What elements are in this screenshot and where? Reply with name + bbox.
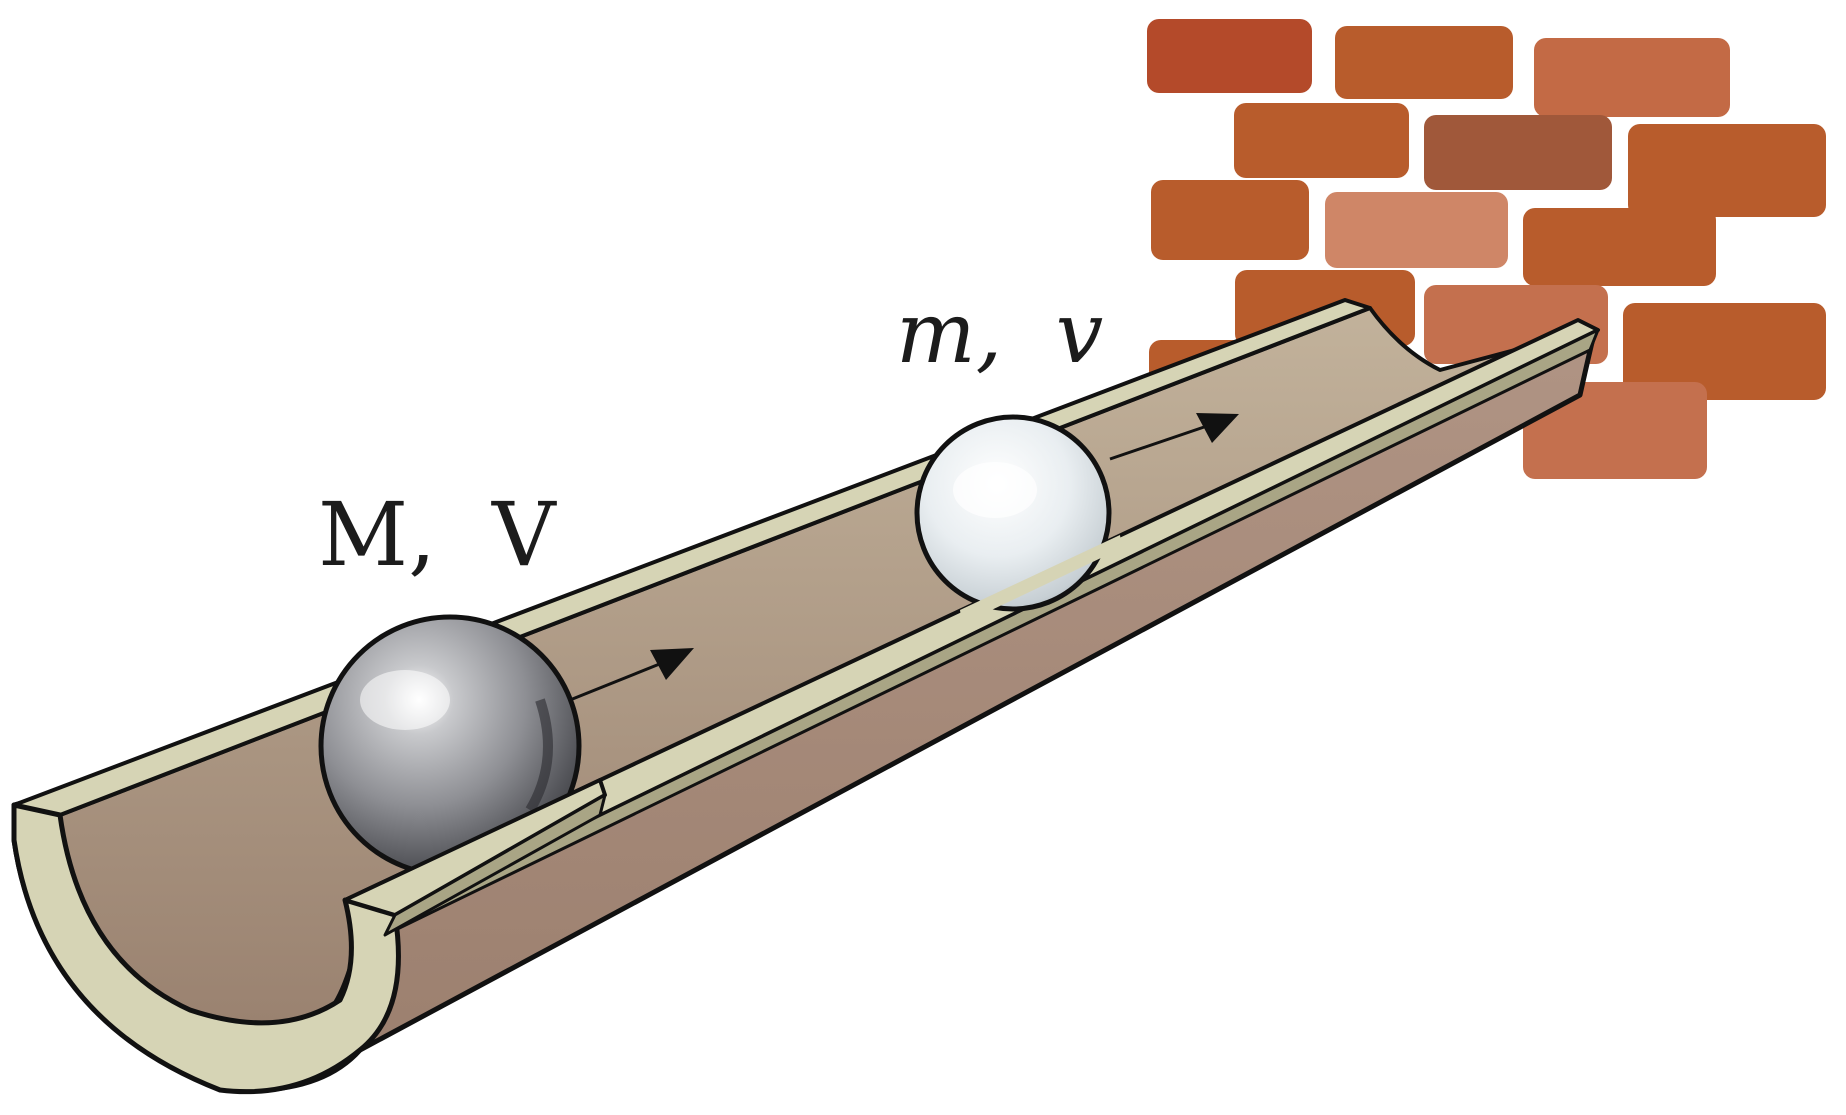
- brick: [1534, 38, 1730, 117]
- light-ball-label: m, v: [896, 284, 1103, 382]
- brick: [1628, 124, 1826, 217]
- light-ball: [914, 414, 1112, 612]
- arrow-right-icon: [1109, 413, 1239, 461]
- brick: [1424, 115, 1612, 190]
- trough-front-rim-overlap: [960, 535, 1122, 624]
- brick: [1325, 192, 1508, 268]
- brick: [1623, 303, 1826, 400]
- brick-wall: [1147, 19, 1826, 479]
- arrow-right-icon: [559, 648, 694, 706]
- heavy-ball-label: M, V: [318, 483, 557, 586]
- brick: [1147, 19, 1312, 93]
- trough-front-rim-overlap-side: [383, 793, 607, 937]
- brick: [1523, 382, 1707, 479]
- trough-inner-surface: [58, 306, 1592, 1027]
- brick: [1523, 208, 1716, 286]
- brick: [1335, 26, 1513, 99]
- brick: [1234, 103, 1409, 178]
- brick: [1151, 180, 1309, 260]
